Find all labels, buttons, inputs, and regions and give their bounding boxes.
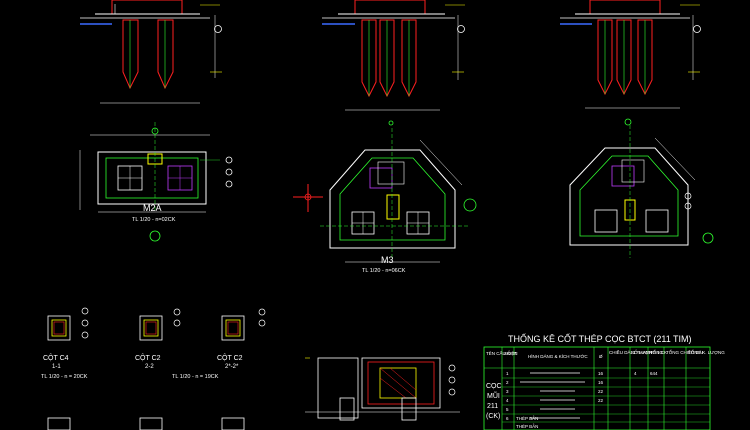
th-total-len: TỔNG CHIỀU DÀI xyxy=(666,349,703,355)
rebar-table xyxy=(483,346,711,430)
row-2-dia: 16 xyxy=(598,380,604,385)
row-6-no: 6 xyxy=(506,416,509,421)
row-1-qty: 4 xyxy=(634,371,637,376)
column-sections xyxy=(47,307,266,430)
row-1-total: 644 xyxy=(650,371,658,376)
th-qty: SỐ LƯỢNG 1 CK xyxy=(631,349,667,355)
pile-elevation-right xyxy=(560,0,701,126)
th-shape: HÌNH DÁNG & KÍCH THƯỚC xyxy=(528,353,588,359)
footer-2: THÉP BẢN xyxy=(516,423,538,429)
th-no: SỐ TT xyxy=(504,350,517,356)
c2b-section: 2*-2* xyxy=(225,364,239,370)
th-total-mass: TỔNG K. LƯỢNG xyxy=(688,349,725,355)
m2a-title: M2A xyxy=(143,203,162,213)
footer-1: THÉP BẢN xyxy=(516,415,538,421)
row-1-dia: 16 xyxy=(598,371,604,376)
row-2-no: 2 xyxy=(506,380,509,385)
th-total: TỔNG xyxy=(650,349,663,355)
member-line-2: MŨI xyxy=(487,391,500,400)
plan-m2a xyxy=(79,122,233,242)
th-member: TÊN CẤU KIỆN xyxy=(486,349,518,356)
c2-section: 2-2 xyxy=(145,364,154,370)
plan-m3 xyxy=(293,128,477,263)
pile-elevation-middle xyxy=(322,0,465,126)
pile-elevation-left xyxy=(80,0,222,104)
row-3-no: 3 xyxy=(506,389,509,394)
th-length: CHIỀU DÀI 1 THANH xyxy=(609,349,652,355)
row-4-no: 4 xyxy=(506,398,509,403)
c4-title: CỘT C4 xyxy=(43,353,69,362)
th-dia: Ø xyxy=(599,354,603,359)
row-3-dia: 22 xyxy=(598,389,604,394)
row-4-dia: 22 xyxy=(598,398,604,403)
plan-m3-right xyxy=(569,125,714,258)
pile-cap-detail xyxy=(305,357,460,421)
c2b-title: CỘT C2 xyxy=(217,353,243,362)
cols-scale-2: TL 1/20 - n = 19CK xyxy=(172,374,219,380)
member-line-1: CỌC xyxy=(486,383,502,390)
c2-title: CỘT C2 xyxy=(135,353,161,362)
table-title: THỐNG KÊ CỐT THÉP CỌC BTCT (211 TIM) xyxy=(508,333,692,344)
c4-scale: TL 1/20 - n = 20CK xyxy=(41,374,88,380)
c4-section: 1-1 xyxy=(52,364,61,370)
m3-scale: TL 1/20 - n=06CK xyxy=(362,268,406,274)
member-line-3: 211 xyxy=(487,403,498,410)
row-5-no: 5 xyxy=(506,407,509,412)
member-line-4: (CK) xyxy=(486,413,500,420)
m2a-scale: TL 1/20 - n=02CK xyxy=(132,217,176,223)
m3-title: M3 xyxy=(381,255,394,265)
row-1-no: 1 xyxy=(506,371,509,376)
